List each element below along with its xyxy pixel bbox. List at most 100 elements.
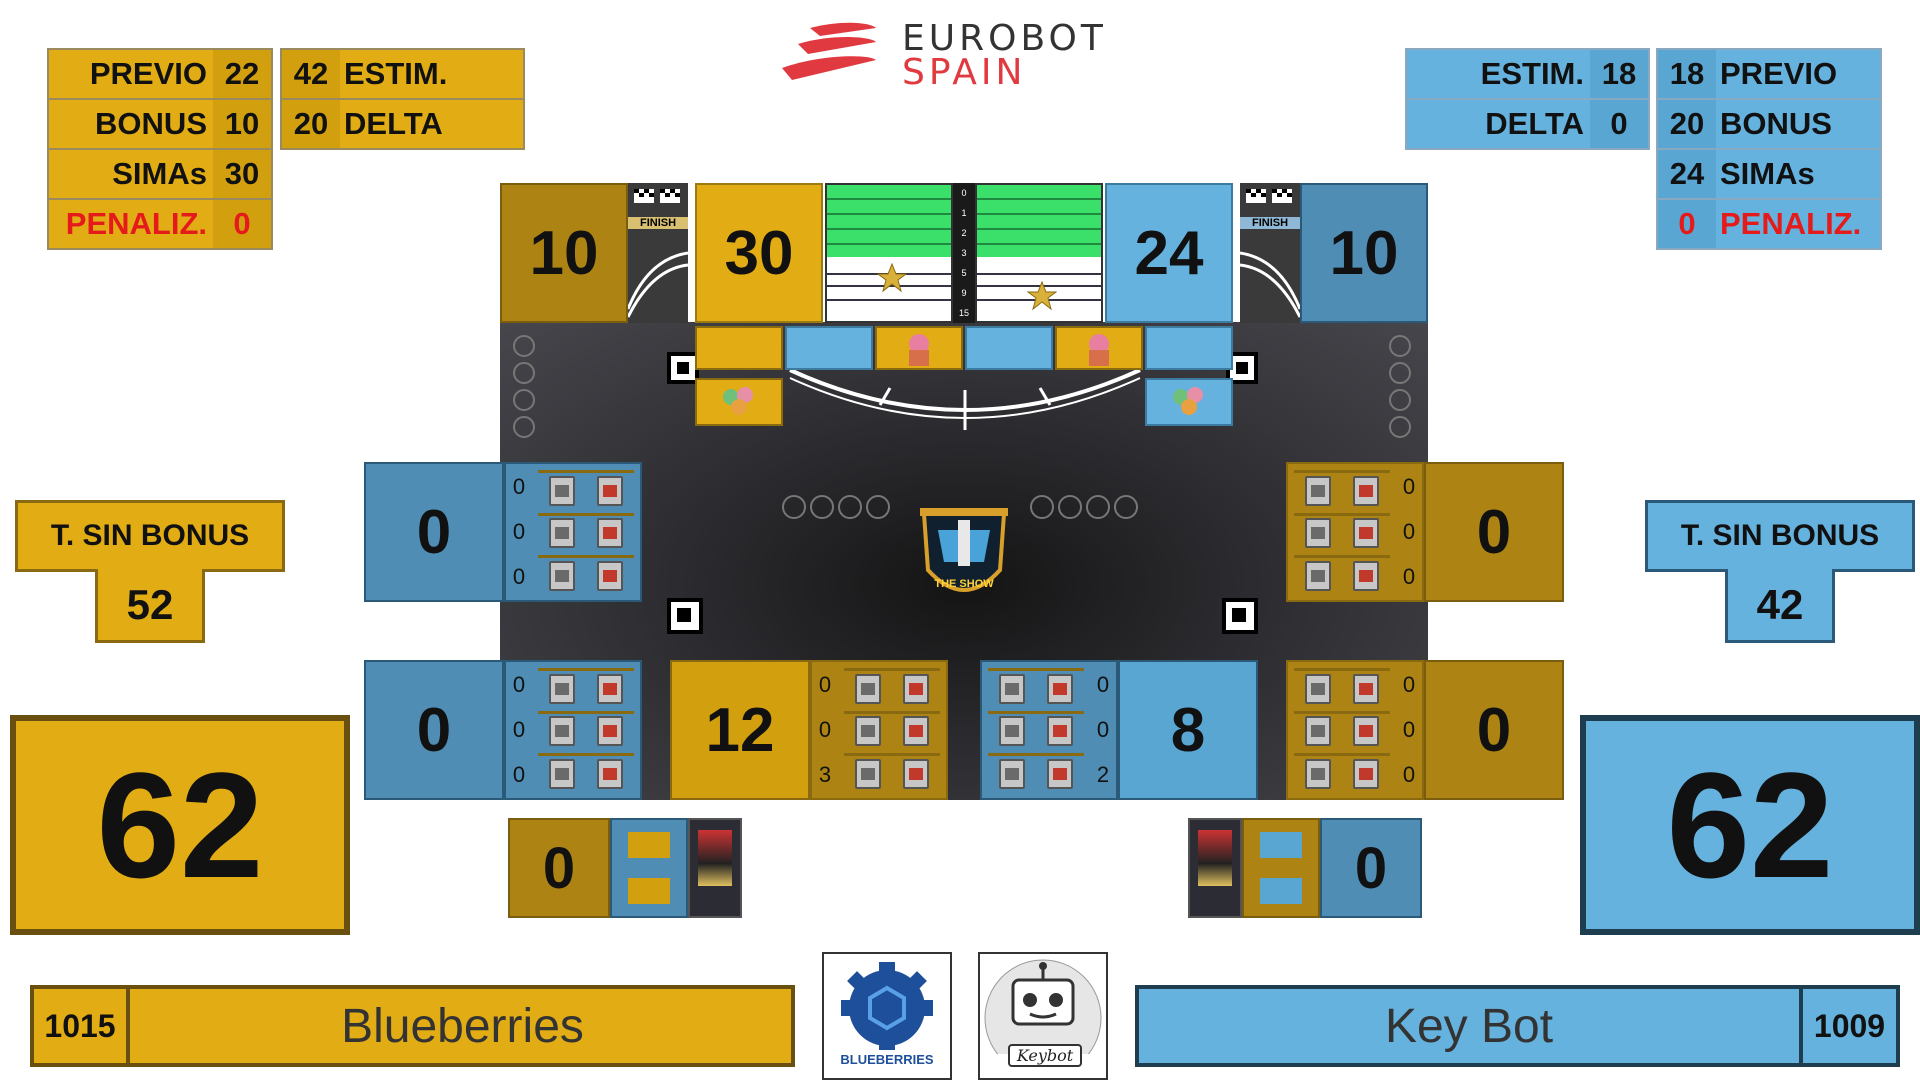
left-penaliz-label: PENALIZ. bbox=[49, 200, 213, 248]
crate-count: 0 bbox=[1096, 671, 1110, 697]
left-team-name: Blueberries bbox=[341, 999, 584, 1053]
right-delta-value: 0 bbox=[1590, 100, 1648, 148]
left-t-sin-bonus-value: 52 bbox=[95, 569, 205, 643]
crate-count: 0 bbox=[1402, 473, 1416, 499]
right-estim-label: ESTIM. bbox=[1407, 50, 1590, 100]
left-banner-score: 10 bbox=[500, 183, 628, 323]
plant-icon bbox=[723, 387, 753, 415]
crate-count: 0 bbox=[512, 518, 526, 544]
crate-count: 0 bbox=[1402, 564, 1416, 590]
right-banner-score: 10 bbox=[1300, 183, 1428, 323]
right-simas-label: SIMAs bbox=[1716, 150, 1880, 200]
right-estim-value: 18 bbox=[1590, 50, 1648, 100]
ladder-tick: 15 bbox=[958, 308, 969, 318]
left-backstage-card-icon bbox=[688, 818, 742, 918]
keybot-logo: Keybot bbox=[978, 952, 1108, 1080]
right-penaliz-label: PENALIZ. bbox=[1716, 200, 1880, 248]
slot-yellow-pot bbox=[875, 326, 963, 370]
right-penaliz-value: 0 bbox=[1658, 200, 1716, 248]
ladder-tick: 2 bbox=[961, 228, 967, 238]
ladder-tick: 3 bbox=[961, 248, 967, 258]
crate-stack-icon bbox=[982, 662, 1090, 798]
crate-count: 0 bbox=[512, 716, 526, 742]
left-plant-slot bbox=[695, 378, 783, 426]
right-team-number: 1009 bbox=[1799, 989, 1896, 1063]
left-zone-bottom-score: 0 bbox=[364, 660, 504, 800]
logo-swoosh-icon bbox=[782, 22, 876, 80]
aruco-marker-icon bbox=[667, 598, 703, 634]
crate-count: 0 bbox=[1402, 716, 1416, 742]
track-curve-icon bbox=[628, 251, 688, 318]
left-team-number: 1015 bbox=[34, 989, 130, 1063]
left-zone-top-crates: 0 0 0 bbox=[504, 462, 642, 602]
right-stats-table: 18 PREVIO 20 BONUS 24 SIMAs 0 PENALIZ. bbox=[1656, 48, 1882, 250]
right-estim-table: ESTIM. 18 DELTA 0 bbox=[1405, 48, 1650, 150]
blueberries-logo-text: BLUEBERRIES bbox=[840, 1052, 934, 1067]
right-zone-top-crates: 0 0 0 bbox=[1286, 462, 1424, 602]
left-simas-score: 30 bbox=[695, 183, 823, 323]
left-simas-label: SIMAs bbox=[49, 150, 213, 200]
left-simas-value: 30 bbox=[213, 150, 271, 200]
blueberries-logo: BLUEBERRIES bbox=[822, 952, 952, 1080]
plant-pot-icon bbox=[909, 334, 929, 366]
right-bonus-value: 20 bbox=[1658, 100, 1716, 150]
eurobot-logo: EUROBOT SPAIN bbox=[780, 18, 1160, 93]
crate-count: 0 bbox=[818, 671, 832, 697]
the-show-label: THE SHOW bbox=[934, 578, 994, 590]
slot-blue bbox=[785, 326, 873, 370]
aruco-marker-icon bbox=[1222, 598, 1258, 634]
left-grandstand bbox=[825, 183, 953, 323]
crate-count: 3 bbox=[818, 762, 832, 788]
right-team-bar: Key Bot 1009 bbox=[1135, 985, 1900, 1067]
right-plant-slot bbox=[1145, 378, 1233, 426]
right-zone-center-score: 8 bbox=[1118, 660, 1258, 800]
left-t-sin-bonus-label: T. SIN BONUS bbox=[15, 500, 285, 572]
crate-count: 0 bbox=[1096, 716, 1110, 742]
gear-icon bbox=[841, 962, 933, 1050]
left-bonus-value: 10 bbox=[213, 100, 271, 150]
right-t-sin-bonus-label: T. SIN BONUS bbox=[1645, 500, 1915, 572]
right-zone-bottom-crates: 0 0 0 bbox=[1286, 660, 1424, 800]
right-total-score: 62 bbox=[1580, 715, 1920, 935]
checkered-flag-icon bbox=[1246, 189, 1292, 203]
left-zone-center-crates: 0 0 3 bbox=[810, 660, 948, 800]
star-icon bbox=[877, 263, 907, 293]
ladder-tick: 1 bbox=[961, 208, 967, 218]
left-backstage-score: 0 bbox=[508, 818, 610, 918]
left-estim-table: 42 ESTIM. 20 DELTA bbox=[280, 48, 525, 150]
logo-line1: EUROBOT bbox=[902, 18, 1107, 59]
ladder-scale: 0 1 2 3 5 9 15 bbox=[953, 183, 975, 323]
slot-yellow bbox=[695, 326, 783, 370]
left-estim-value: 42 bbox=[282, 50, 340, 100]
slot-yellow-pot bbox=[1055, 326, 1143, 370]
left-backstage-slots bbox=[610, 818, 688, 918]
right-previo-value: 18 bbox=[1658, 50, 1716, 100]
crate-count: 0 bbox=[1402, 518, 1416, 544]
plant-pot-icon bbox=[1089, 334, 1109, 366]
right-t-sin-bonus-value: 42 bbox=[1725, 569, 1835, 643]
logo-line2: SPAIN bbox=[902, 52, 1027, 93]
ladder-tick: 5 bbox=[961, 268, 967, 278]
left-delta-value: 20 bbox=[282, 100, 340, 148]
crate-count: 0 bbox=[512, 671, 526, 697]
field-side-circles-right-icon bbox=[1389, 335, 1411, 438]
slot-blue bbox=[965, 326, 1053, 370]
checkered-flag-icon bbox=[634, 189, 680, 203]
right-finish-flag: FINISH bbox=[1240, 183, 1300, 323]
right-zone-bottom-score: 0 bbox=[1424, 660, 1564, 800]
left-previo-label: PREVIO bbox=[49, 50, 213, 100]
crate-count: 0 bbox=[512, 564, 526, 590]
crate-stack-icon bbox=[532, 464, 640, 600]
crate-stack-icon bbox=[838, 662, 946, 798]
crate-count: 2 bbox=[1096, 762, 1110, 788]
right-simas-score: 24 bbox=[1105, 183, 1233, 323]
keybot-logo-text: Keybot bbox=[1008, 1044, 1082, 1067]
right-zone-top-score: 0 bbox=[1424, 462, 1564, 602]
right-previo-label: PREVIO bbox=[1716, 50, 1880, 100]
crate-stack-icon bbox=[1288, 662, 1396, 798]
ladder-tick: 9 bbox=[961, 288, 967, 298]
right-backstage-score: 0 bbox=[1320, 818, 1422, 918]
right-zone-center-crates: 0 0 2 bbox=[980, 660, 1118, 800]
right-simas-value: 24 bbox=[1658, 150, 1716, 200]
field-side-circles-left-icon bbox=[513, 335, 535, 438]
